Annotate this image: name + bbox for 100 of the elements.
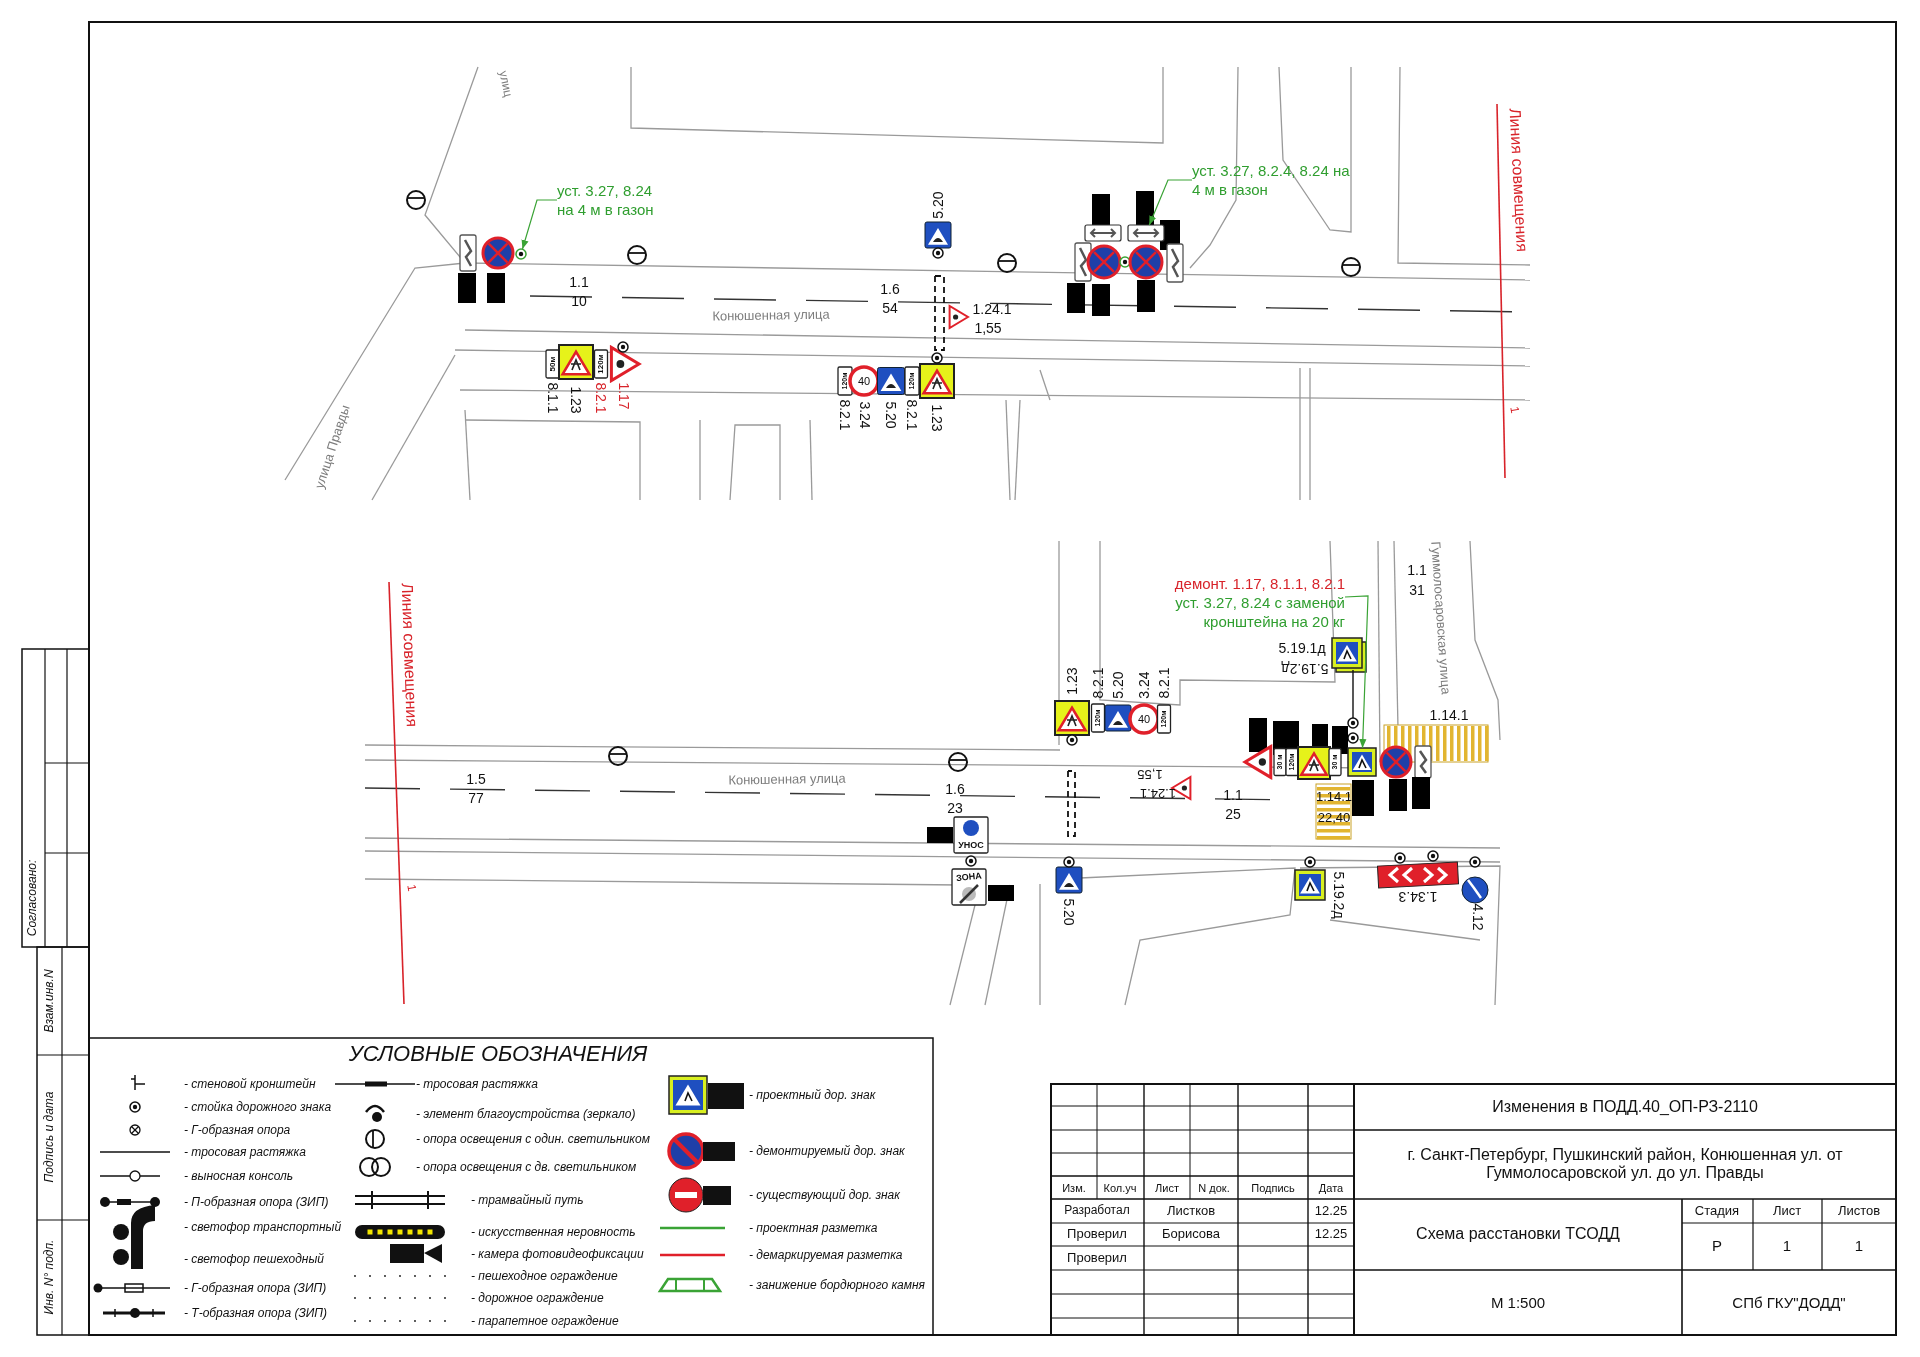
legend-text: - парапетное ограждение xyxy=(471,1314,619,1328)
role-text: Проверил xyxy=(1067,1250,1127,1266)
match-line-label: Линия совмещения xyxy=(1505,107,1531,253)
sign-code: 8.2.1 xyxy=(592,382,610,414)
marking-code: 1,55 xyxy=(1137,766,1163,782)
stamp-label: Взам.инв.N xyxy=(43,969,57,1033)
column-header: Изм. xyxy=(1062,1181,1086,1195)
column-header: Дата xyxy=(1318,1181,1344,1195)
signer-name: Листков xyxy=(1166,1203,1216,1219)
legend-text: - искусственная неровность xyxy=(471,1225,636,1239)
marking-code: 22,40 xyxy=(1317,810,1351,826)
sign-code: 8.2.1 xyxy=(1155,667,1173,699)
marking-code: 1.6 xyxy=(880,280,900,298)
legend-text: - стойка дорожного знака xyxy=(184,1100,332,1114)
sign-code: 8.2.1 xyxy=(903,399,921,431)
legend-text: - элемент благоустройства (зеркало) xyxy=(416,1107,636,1121)
sheet-count: 1 xyxy=(1854,1237,1864,1255)
legend-text: - трамвайный путь xyxy=(471,1193,584,1207)
sign-code: 5.20 xyxy=(882,401,900,429)
legend-text: - светофор транспортный xyxy=(184,1220,342,1234)
callout-note: уст. 3.27, 8.24 с заменой кронштейна на 20 кг xyxy=(1174,593,1345,631)
date-text: 12.25 xyxy=(1314,1203,1348,1219)
column-header: Подпись xyxy=(1251,1181,1295,1195)
column-header: N док. xyxy=(1198,1181,1230,1195)
plate-text: 120м xyxy=(596,354,606,374)
legend-text: - опора освещения с дв. светильником xyxy=(416,1160,637,1174)
sign-code: 1.23 xyxy=(567,386,585,414)
marking-code: 1.14.1 xyxy=(1429,706,1469,724)
legend-text: - проектный дор. знак xyxy=(749,1088,876,1102)
street-name: Конюшенная улица xyxy=(712,307,830,325)
address-text: г. Санкт-Петербург, Пушкинский район, Конюшенная ул. от Гуммолосаровской ул. до ул. Правды xyxy=(1406,1145,1844,1183)
sheet-title: Изменения в ПОДД.40_ОП-РЗ-2110 xyxy=(1492,1097,1758,1117)
callout-note: уст. 3.27, 8.24 на 4 м в газон xyxy=(557,181,669,219)
legend-text: - тросовая растяжка xyxy=(416,1077,538,1091)
marking-code: 1.1 xyxy=(1407,561,1427,579)
sign-code: 8.2.1 xyxy=(836,399,854,431)
plate-text: УНОС xyxy=(958,839,984,851)
marking-code: 54 xyxy=(882,299,898,317)
sign-code: 1.23 xyxy=(928,404,946,432)
sign-code: 3.24 xyxy=(856,401,874,429)
legend-text: - пешеходное ограждение xyxy=(471,1269,618,1283)
column-header: Лист xyxy=(1772,1203,1802,1219)
street-name: улиц xyxy=(495,69,515,99)
match-line-label: 1 xyxy=(403,883,419,893)
leader-line xyxy=(521,199,558,250)
date-text: 12.25 xyxy=(1314,1226,1348,1242)
marking-code: 1.5 xyxy=(466,770,486,788)
legend-text: - камера фотовидеофиксации xyxy=(471,1247,644,1261)
legend-text: - выносная консоль xyxy=(184,1169,294,1183)
street-name: Гуммолосаровская улица xyxy=(1427,541,1453,695)
marking-code: 1,55 xyxy=(974,319,1002,337)
role-text: Проверил xyxy=(1067,1226,1127,1242)
legend-text: - П-образная опора (ЗИП) xyxy=(184,1195,329,1209)
drawing-title: Схема расстановки ТСОДД xyxy=(1416,1224,1620,1244)
sign-code: 1.23 xyxy=(1063,667,1081,695)
legend-text: - светофор пешеходный xyxy=(184,1252,324,1266)
plate-text: ЗОНА xyxy=(955,870,983,884)
sign-code: 1.34.3 xyxy=(1398,888,1438,906)
marking-code: 1.14.1 xyxy=(1315,789,1353,805)
sign-code: 5.19.2д xyxy=(1281,660,1329,678)
column-header: Кол.уч xyxy=(1103,1181,1137,1195)
sign-code: 3.24 xyxy=(1135,671,1153,699)
legend-text: - дорожное ограждение xyxy=(471,1291,604,1305)
sign-code: 5.20 xyxy=(1060,898,1078,926)
legend-text: - существующий дор. знак xyxy=(749,1188,900,1202)
legend-text: - демаркируемая разметка xyxy=(749,1248,903,1262)
marking-code: 31 xyxy=(1409,581,1425,599)
marking-code: 23 xyxy=(947,799,963,817)
speed-value: 40 xyxy=(1137,712,1151,726)
sheet-number: 1 xyxy=(1782,1237,1792,1255)
legend-text: - Г-образная опора (ЗИП) xyxy=(184,1281,327,1295)
legend-text: - занижение бордюрного камня xyxy=(749,1278,925,1292)
legend-text: - стеновой кронштейн xyxy=(184,1077,316,1091)
stamp-label: Подпись и дата xyxy=(43,1091,57,1183)
marking-code: 77 xyxy=(468,789,484,807)
sign-code: 5.19.1д xyxy=(1278,639,1326,657)
stamp-label: Инв. N° подп. xyxy=(43,1239,57,1315)
sign-code: 1.17 xyxy=(615,382,633,410)
sign-code: 5.20 xyxy=(1109,671,1127,699)
legend-text: - проектная разметка xyxy=(749,1221,878,1235)
legend-title: УСЛОВНЫЕ ОБОЗНАЧЕНИЯ xyxy=(348,1041,648,1067)
legend-text: - Г-образная опора xyxy=(184,1123,291,1137)
role-text: Разработал xyxy=(1064,1204,1130,1218)
scale-text: М 1:500 xyxy=(1490,1294,1546,1312)
legend-text: - Т-образная опора (ЗИП) xyxy=(184,1306,328,1320)
callout-note: демонт. 1.17, 8.1.1, 8.2.1 xyxy=(1173,574,1345,593)
column-header: Стадия xyxy=(1694,1203,1740,1219)
marking-code: 1.6 xyxy=(945,780,965,798)
callout-note: уст. 3.27, 8.2.4, 8.24 на 4 м в газон xyxy=(1192,161,1350,199)
stamp-label: Согласовано: xyxy=(26,859,40,937)
marking-code: 1.24.1 xyxy=(972,300,1012,318)
plate-text: 50м xyxy=(548,356,558,372)
leader-line xyxy=(1344,595,1369,749)
arrow-plate-icon xyxy=(1127,224,1165,242)
street-name: Конюшенная улица xyxy=(728,771,846,789)
leader-line xyxy=(1148,179,1193,226)
marking-code: 10 xyxy=(571,292,587,310)
sign-code: 5.20 xyxy=(929,191,947,219)
marking-code: 25 xyxy=(1225,805,1241,823)
marking-code: 1.24.1 xyxy=(1139,785,1177,801)
